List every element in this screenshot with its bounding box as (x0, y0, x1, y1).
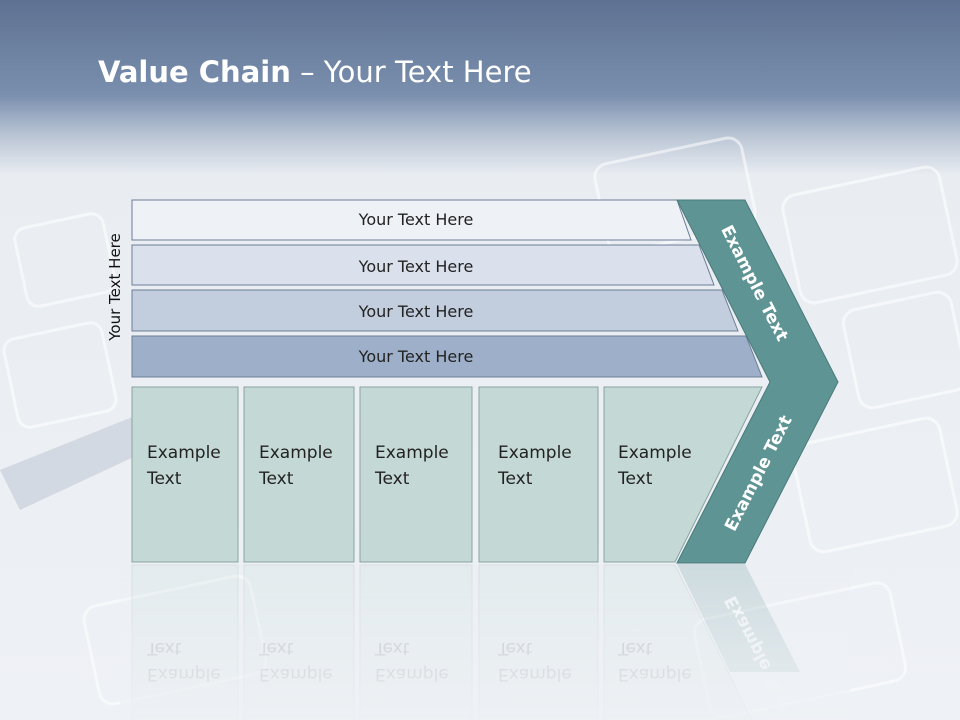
primary-box-5-line2: Text (617, 469, 653, 489)
support-row-1-label: Your Text Here (358, 210, 474, 229)
support-row-2-label: Your Text Here (358, 257, 474, 276)
support-row-2-shape (131, 244, 715, 286)
page-title: Value Chain – Your Text Here (98, 55, 532, 89)
title-bold: Value Chain (98, 55, 291, 89)
primary-box-2-shape (243, 386, 355, 563)
support-row-4[interactable]: Your Text Here (131, 335, 763, 378)
primary-box-1-shape (131, 386, 239, 563)
support-row-2[interactable]: Your Text Here (131, 244, 715, 286)
primary-box-1[interactable]: Example Text (131, 386, 239, 563)
margin-chevron-shape (676, 199, 839, 564)
support-row-1-shape (131, 199, 692, 241)
primary-box-3-line2: Text (374, 469, 410, 489)
primary-box-4[interactable]: Example Text (478, 386, 599, 563)
primary-box-5-line1: Example (618, 443, 692, 463)
primary-box-3-line1: Example (375, 443, 449, 463)
support-row-3-label: Your Text Here (358, 302, 474, 321)
support-row-1[interactable]: Your Text Here (131, 199, 692, 241)
primary-box-2-line1: Example (259, 443, 333, 463)
reflection-fade (120, 564, 850, 720)
support-row-3[interactable]: Your Text Here (131, 289, 739, 332)
primary-box-5-shape (603, 386, 763, 563)
support-row-3-shape (131, 289, 739, 332)
primary-box-1-line1: Example (147, 443, 221, 463)
primary-box-3-shape (359, 386, 473, 563)
title-rest: – Your Text Here (290, 55, 532, 89)
primary-box-4-shape (478, 386, 599, 563)
support-row-4-label: Your Text Here (358, 347, 474, 366)
support-row-4-shape (131, 335, 763, 378)
primary-box-4-line2: Text (497, 469, 533, 489)
primary-box-1-line2: Text (146, 469, 182, 489)
primary-box-3[interactable]: Example Text (359, 386, 473, 563)
primary-box-4-line1: Example (498, 443, 572, 463)
primary-box-2-line2: Text (258, 469, 294, 489)
primary-box-5[interactable]: Example Text (603, 386, 763, 563)
primary-box-2[interactable]: Example Text (243, 386, 355, 563)
